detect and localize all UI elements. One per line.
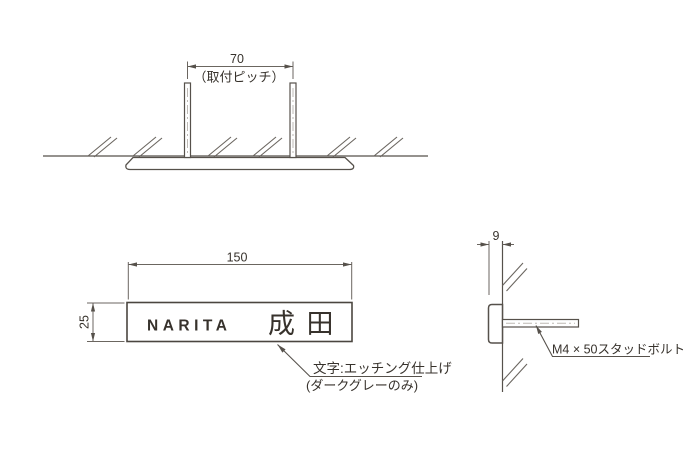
hatch-mark: [502, 358, 528, 387]
bolt-label-note: M4 × 50スタッドボルト: [535, 325, 685, 358]
wall-hatch-marks: [87, 136, 404, 158]
stud-bolt-left: [183, 82, 192, 159]
arrowhead: [343, 262, 352, 267]
hatch-mark: [502, 262, 528, 292]
plate-name-roman: NARITA: [147, 318, 231, 335]
hatch-mark: [373, 136, 404, 158]
dimension-thickness: 9: [477, 229, 514, 295]
front-view: NARITA 成 田 150 25 文字:エッチング仕上げ (ダークグレーのみ): [78, 251, 453, 394]
dimension-pitch-value: 70: [230, 52, 244, 66]
dimension-pitch-label: （取付ピッチ）: [193, 70, 284, 85]
arrowhead: [284, 64, 293, 69]
hatch-mark: [87, 136, 118, 158]
plate-side-view: [487, 303, 504, 344]
wall-hatch-marks-side: [502, 262, 528, 387]
dimension-width-value: 150: [227, 251, 248, 265]
dimension-pitch: 70 （取付ピッチ）: [187, 52, 294, 85]
arrowhead: [90, 333, 96, 342]
hatch-mark: [326, 136, 357, 158]
arrowhead: [502, 242, 511, 247]
dimension-width: 150: [127, 251, 353, 300]
arrowhead: [90, 303, 96, 312]
arrowhead: [277, 344, 286, 353]
stud-bolts: [183, 82, 297, 159]
plate-front-view: [126, 301, 353, 343]
etching-note: 文字:エッチング仕上げ (ダークグレーのみ): [277, 344, 452, 393]
arrowhead: [536, 325, 542, 334]
hatch-mark: [252, 136, 283, 158]
arrowhead: [187, 64, 196, 69]
bolt-label: M4 × 50スタッドボルト: [552, 343, 685, 357]
dimension-height-value: 25: [78, 315, 92, 329]
side-view: 9 M4 × 50スタッドボルト: [477, 229, 685, 392]
leader-line: [277, 344, 422, 378]
dimension-height: 25: [78, 302, 125, 342]
dimension-thickness-value: 9: [493, 229, 500, 243]
arrowhead: [128, 262, 137, 267]
plate-name-kanji: 成 田: [268, 309, 336, 339]
etching-note-line1: 文字:エッチング仕上げ: [313, 361, 452, 376]
hatch-mark: [132, 136, 163, 158]
etching-note-line2: (ダークグレーのみ): [306, 378, 418, 393]
stud-bolt-right: [289, 82, 297, 159]
leader-line: [535, 325, 650, 358]
top-view: 70 （取付ピッチ）: [43, 52, 428, 171]
plate-top-view: [125, 156, 355, 171]
hatch-mark: [207, 136, 238, 158]
arrowhead: [480, 242, 489, 247]
